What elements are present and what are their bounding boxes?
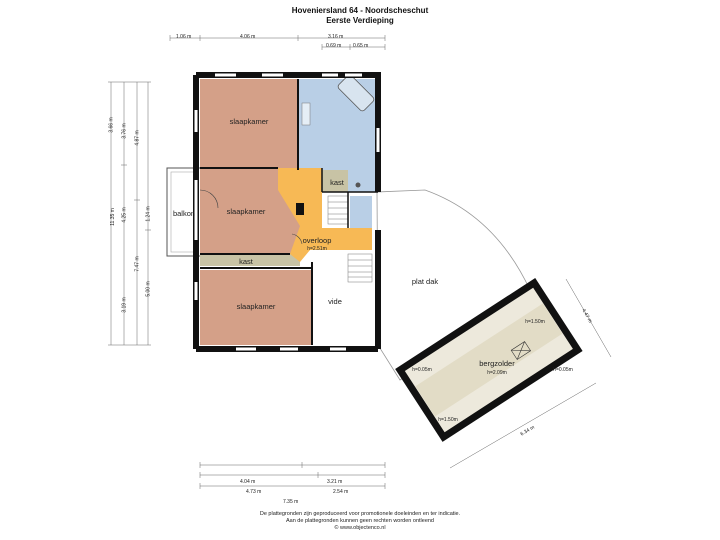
bergzolder-height-label: h=2.09m [487, 370, 507, 376]
dim-bottom-1: 4.04 m [240, 479, 256, 485]
sink-fixture [301, 102, 311, 126]
toilet-fixture [355, 182, 361, 188]
footer-disclaimer-2: Aan de plattegronden kunnen geen rechten… [285, 518, 434, 524]
bathtub [337, 74, 375, 112]
dim-left-4: 1.24 m [145, 206, 152, 222]
height-right-label: h=0.05m [553, 367, 573, 373]
plan-subtitle: Eerste Verdieping [326, 16, 394, 25]
footer-disclaimer-1: De plattegronden zijn geproduceerd voor … [259, 511, 461, 517]
bottom-dimension-lines [199, 462, 386, 489]
dim-left-8: 5.00 m [145, 281, 152, 297]
chimney [296, 203, 304, 215]
kast-lower [200, 254, 300, 266]
dim-left-1: 3.66 m [108, 117, 115, 133]
dim-top-3: 3.16 m [328, 34, 344, 40]
top-dimension-lines [169, 35, 386, 50]
footer-copyright: © www.objectenco.nl [334, 525, 386, 531]
dim-left-9: 3.19 m [121, 297, 128, 313]
kast-lower-label: kast [239, 257, 254, 266]
slaapkamer-mid-label: slaapkamer [227, 207, 266, 216]
bergzolder-label: bergzolder [479, 359, 515, 368]
bergzolder-room [395, 278, 583, 442]
dim-left-7: 7.47 m [134, 256, 141, 272]
overloop-label: overloop [303, 236, 332, 245]
kast-upper [322, 170, 348, 192]
vide-area [312, 262, 378, 345]
left-dimension-lines [108, 81, 151, 346]
overloop-area [278, 168, 372, 262]
dim-bottom-2: 3.21 m [327, 479, 343, 485]
kast-upper-label: kast [330, 178, 345, 187]
dim-top-1: 1.06 m [176, 34, 192, 40]
slaapkamer-bottom [200, 270, 312, 345]
dim-left-3: 4.87 m [134, 130, 141, 146]
slaapkamer-bottom-label: slaapkamer [237, 302, 276, 311]
slaapkamer-top-label: slaapkamer [230, 117, 269, 126]
height-bottom-label: h=1.50m [438, 417, 458, 423]
dim-left-5: 11.35 m [109, 208, 116, 226]
door-swings [199, 189, 303, 245]
dim-left-2: 3.76 m [121, 123, 128, 139]
right-dimension-lines [449, 278, 612, 469]
plan-title: Hoveniersland 64 - Noordscheschut [291, 6, 429, 15]
dim-top-4: 0.69 m [326, 43, 342, 49]
height-left-label: h=0.05m [412, 367, 432, 373]
balkon-label: balkon [173, 209, 195, 218]
overloop-height-label: h=2.51m [307, 246, 327, 252]
windows [194, 73, 380, 351]
dim-left-6: 4.25 m [121, 207, 128, 223]
dim-bottom-5: 7.35 m [283, 499, 299, 505]
dim-top-2: 4.06 m [240, 34, 256, 40]
plat-dak-label: plat dak [412, 277, 439, 286]
dim-bottom-4: 2.54 m [333, 489, 349, 495]
slaapkamer-top [200, 79, 298, 168]
vide-label: vide [328, 297, 342, 306]
dim-top-5: 0.65 m [353, 43, 369, 49]
height-top-label: h=1.50m [525, 319, 545, 325]
wc [350, 196, 372, 228]
dim-bottom-3: 4.73 m [246, 489, 262, 495]
